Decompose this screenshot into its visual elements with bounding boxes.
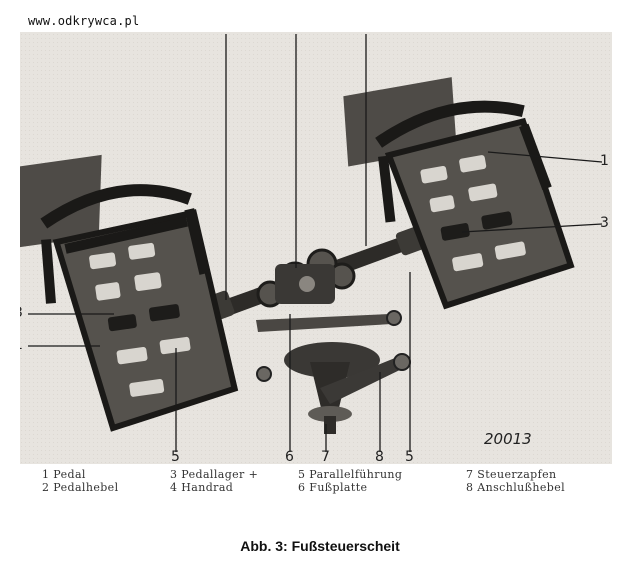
- legend-item: 6 Fußplatte: [298, 481, 368, 494]
- legend-item: 5 Parallelführung: [298, 468, 403, 481]
- callout-5-right: 5: [405, 449, 414, 464]
- legend-column-3: 5 Parallelführung 6 Fußplatte: [298, 468, 402, 494]
- callout-8: 8: [375, 449, 384, 464]
- legend-item: 2 Pedalhebel: [42, 481, 119, 494]
- legend-item: 8 Anschlußhebel: [466, 481, 566, 494]
- pedal-assembly-illustration: [20, 32, 612, 464]
- legend-column-4: 7 Steuerzapfen 8 Anschlußhebel: [466, 468, 565, 494]
- callout-3-right: 3: [600, 215, 609, 231]
- callout-3-left: 3: [20, 306, 23, 320]
- figure-photo: 2 4 2 1 3 3 1 5 6 7 8 5 20013: [20, 32, 612, 464]
- callout-5-left: 5: [171, 449, 180, 464]
- legend-item: 4 Handrad: [170, 481, 234, 494]
- legend-item: 7 Steuerzapfen: [466, 468, 557, 481]
- leader-lines: [28, 34, 603, 452]
- legend-item: 1 Pedal: [42, 468, 86, 481]
- figure-code: 20013: [484, 430, 532, 448]
- right-pedal: [343, 77, 575, 310]
- callout-1-right: 1: [600, 153, 609, 169]
- legend-column-1: 1 Pedal 2 Pedalhebel: [42, 468, 119, 494]
- watermark-text: www.odkrywca.pl: [28, 14, 140, 28]
- callout-2-left: 2: [221, 32, 230, 34]
- figure-caption: Abb. 3: Fußsteuerscheit: [240, 538, 400, 554]
- callout-4: 4: [291, 32, 300, 34]
- callout-7: 7: [321, 449, 330, 464]
- callout-6: 6: [285, 449, 294, 464]
- callout-1-left: 1: [20, 338, 23, 352]
- legend-column-2: 3 Pedallager + 4 Handrad: [170, 468, 258, 494]
- left-pedal: [20, 154, 239, 432]
- callout-2-right: 2: [361, 32, 370, 34]
- legend-item: 3 Pedallager +: [170, 468, 259, 481]
